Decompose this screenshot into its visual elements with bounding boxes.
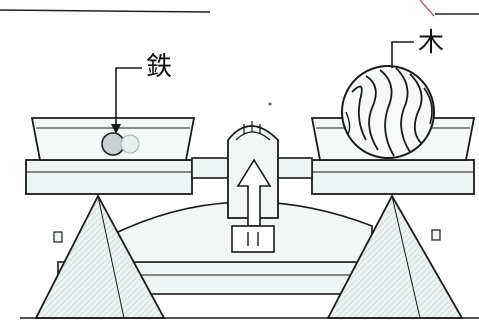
wood-label: 木: [418, 28, 445, 58]
wood-ball: [341, 65, 435, 159]
wood-leader-line: [391, 41, 414, 68]
top-border-left: [0, 9, 211, 13]
right-platform: [311, 159, 475, 195]
top-border-accent: [419, 0, 435, 17]
iron-label: 鉄: [146, 52, 173, 82]
iron-leader-line: [115, 67, 142, 132]
indicator-box: [231, 225, 275, 253]
left-platform: [25, 159, 193, 195]
